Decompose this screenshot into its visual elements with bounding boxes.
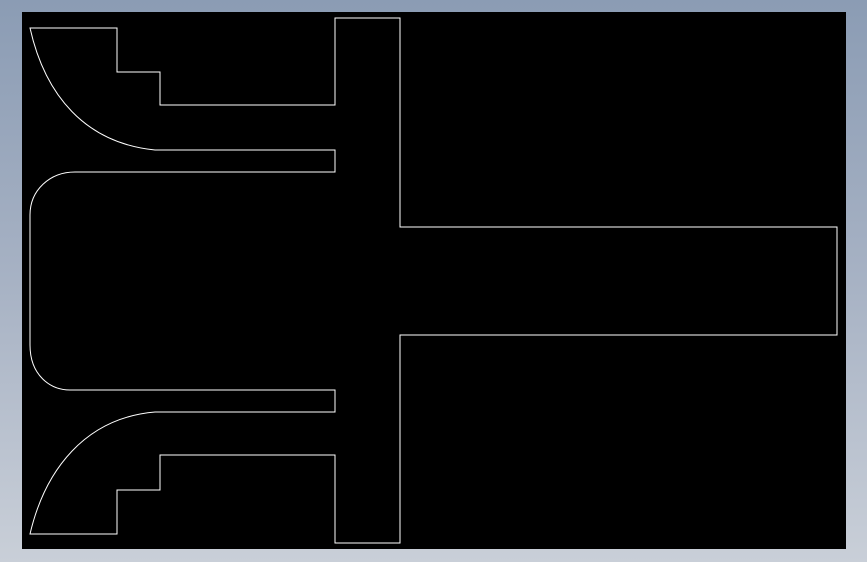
upper-outer-profile <box>29 17 838 544</box>
cad-drawing-viewport[interactable] <box>22 12 846 549</box>
cross-section-drawing <box>29 17 838 544</box>
